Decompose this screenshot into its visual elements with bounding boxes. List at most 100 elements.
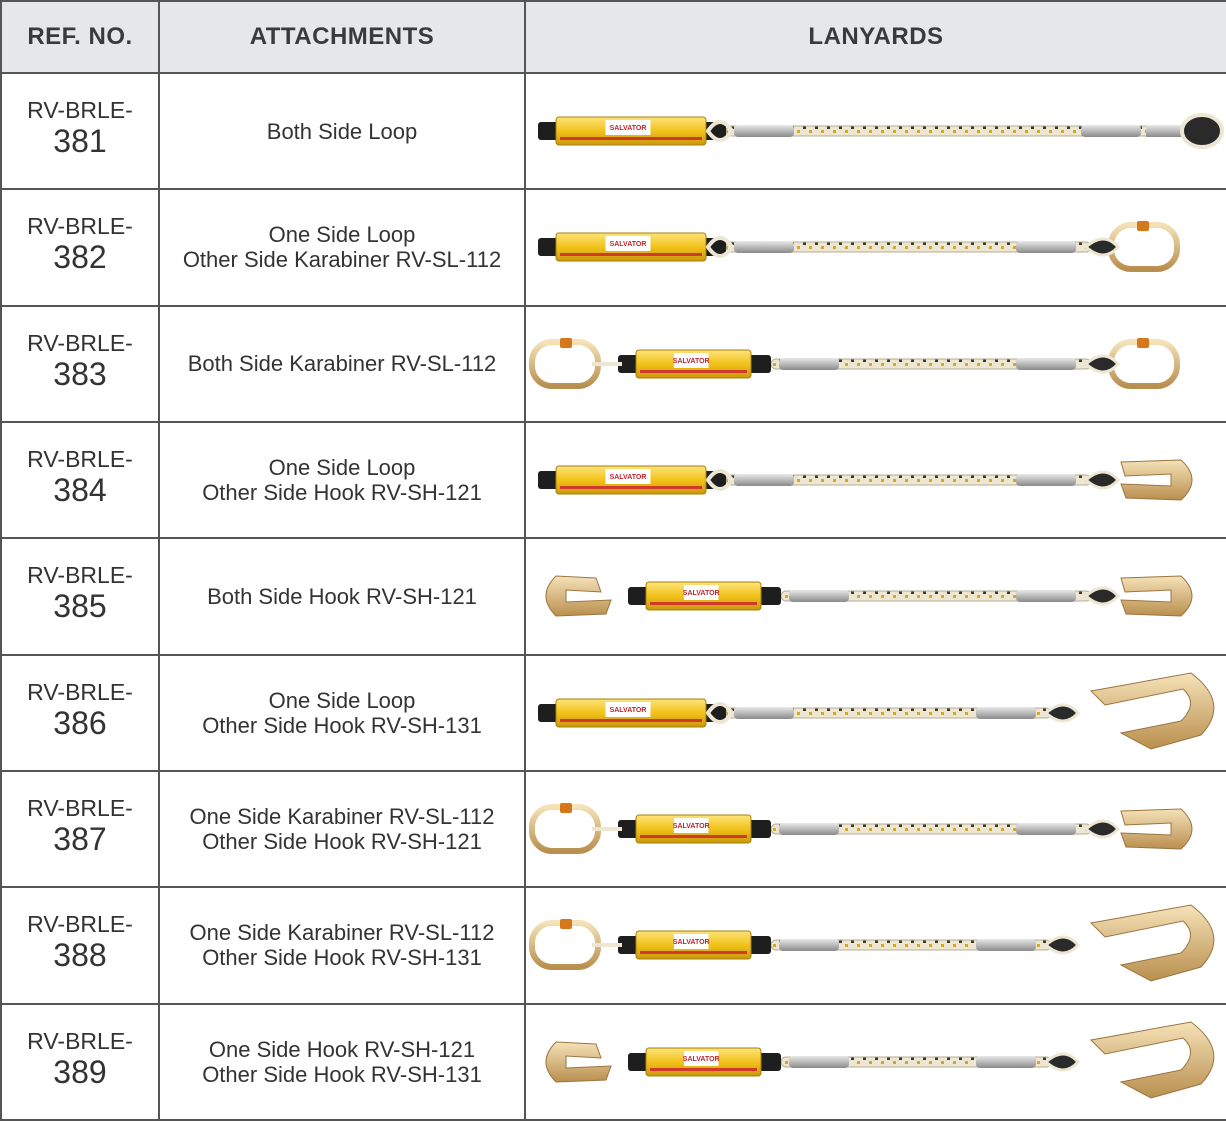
ref-prefix: RV-BRLE-	[27, 329, 133, 356]
ref-number: 387	[53, 821, 107, 858]
webbing-tab	[618, 354, 640, 373]
loop-icon	[1146, 113, 1224, 150]
small-hook-icon	[545, 575, 612, 617]
lanyard-illustration: SALVATOR	[538, 459, 1193, 501]
header-ref: REF. NO.	[0, 0, 160, 74]
small-hook-icon	[1083, 459, 1193, 501]
lanyard-image-cell: SALVATOR	[524, 886, 1226, 1005]
rope-sleeve	[1081, 125, 1141, 138]
absorber-stripe	[560, 718, 702, 722]
webbing-tab	[757, 1052, 781, 1071]
ref-cell: RV-BRLE-388	[0, 886, 160, 1005]
absorber-stripe	[560, 253, 702, 257]
rope-sleeve	[1016, 474, 1076, 487]
brand-text: SALVATOR	[610, 125, 647, 132]
brand-label	[605, 120, 651, 136]
large-hook-icon	[1043, 904, 1215, 982]
lanyard-illustration: SALVATOR	[529, 904, 1215, 982]
absorber-stripe	[640, 951, 747, 955]
attachment-line: One Side Karabiner RV-SL-112	[189, 920, 495, 946]
attachments-cell: Both Side Karabiner RV-SL-112	[158, 304, 526, 423]
attachment-line: One Side Loop	[268, 222, 416, 248]
karabiner-icon	[529, 803, 622, 855]
loop-icon	[705, 701, 735, 724]
rope-sleeve	[734, 706, 794, 719]
brand-label	[673, 934, 709, 950]
brand-text: SALVATOR	[673, 358, 710, 365]
lanyard-image-cell: SALVATOR	[524, 769, 1226, 889]
webbing-tab	[628, 587, 650, 606]
rope-sleeve	[779, 357, 839, 370]
lanyard-illustration: SALVATOR	[538, 221, 1180, 273]
rope-sleeve	[779, 939, 839, 952]
ref-number: 389	[53, 1053, 107, 1090]
ref-number: 383	[53, 355, 107, 392]
small-hook-icon	[545, 1041, 612, 1083]
large-hook-icon	[1043, 672, 1215, 750]
lanyard-image-cell: SALVATOR	[524, 188, 1226, 307]
ref-cell: RV-BRLE-386	[0, 653, 160, 772]
header-attachments: ATTACHMENTS	[158, 0, 526, 74]
attachment-line: Both Side Loop	[266, 118, 418, 144]
brand-text: SALVATOR	[683, 1056, 720, 1063]
absorber-stripe	[640, 369, 747, 373]
rope-sleeve	[734, 474, 794, 487]
brand-label	[605, 236, 651, 252]
brand-text: SALVATOR	[610, 707, 647, 714]
lanyard-illustration: SALVATOR	[529, 803, 1193, 855]
loop-icon	[705, 120, 735, 143]
attachment-line: Other Side Karabiner RV-SL-112	[182, 247, 502, 273]
absorber-stripe	[640, 835, 747, 839]
lanyard-image-cell: SALVATOR	[524, 537, 1226, 656]
rope-sleeve	[1016, 241, 1076, 254]
webbing-tab	[747, 936, 771, 955]
ref-cell: RV-BRLE-382	[0, 188, 160, 307]
karabiner-icon	[529, 337, 622, 389]
ref-prefix: RV-BRLE-	[27, 446, 133, 473]
ref-prefix: RV-BRLE-	[27, 911, 133, 938]
attachment-line: Both Side Hook RV-SH-121	[207, 583, 477, 609]
attachment-line: Other Side Hook RV-SH-131	[202, 1061, 482, 1087]
ref-cell: RV-BRLE-384	[0, 420, 160, 540]
brand-label	[683, 1050, 719, 1066]
webbing-tab	[702, 703, 726, 722]
attachment-line: Other Side Hook RV-SH-131	[202, 945, 482, 971]
ref-cell: RV-BRLE-387	[0, 769, 160, 889]
attachment-line: Other Side Hook RV-SH-131	[202, 712, 482, 738]
lanyard-image-cell: SALVATOR	[524, 71, 1226, 191]
ref-number: 385	[53, 588, 107, 625]
brand-text: SALVATOR	[673, 939, 710, 946]
absorber-stripe	[650, 1067, 757, 1071]
rope-sleeve	[1016, 590, 1076, 603]
loop-icon	[705, 469, 735, 492]
ref-prefix: RV-BRLE-	[27, 1027, 133, 1054]
ref-prefix: RV-BRLE-	[27, 678, 133, 705]
ref-cell: RV-BRLE-383	[0, 304, 160, 423]
attachment-line: One Side Hook RV-SH-121	[208, 1036, 476, 1062]
ref-number: 384	[53, 472, 107, 509]
lanyard-image-cell: SALVATOR	[524, 1002, 1226, 1121]
karabiner-icon	[529, 919, 622, 971]
brand-label	[683, 585, 719, 601]
rope-sleeve	[734, 125, 794, 138]
rope-sleeve	[1016, 823, 1076, 836]
ref-number: 382	[53, 239, 107, 276]
ref-prefix: RV-BRLE-	[27, 97, 133, 124]
webbing-tab	[628, 1052, 650, 1071]
lanyard-illustration: SALVATOR	[538, 672, 1215, 750]
webbing-tab	[538, 703, 560, 722]
webbing-tab	[618, 936, 640, 955]
webbing-tab	[747, 354, 771, 373]
rope-sleeve	[779, 823, 839, 836]
